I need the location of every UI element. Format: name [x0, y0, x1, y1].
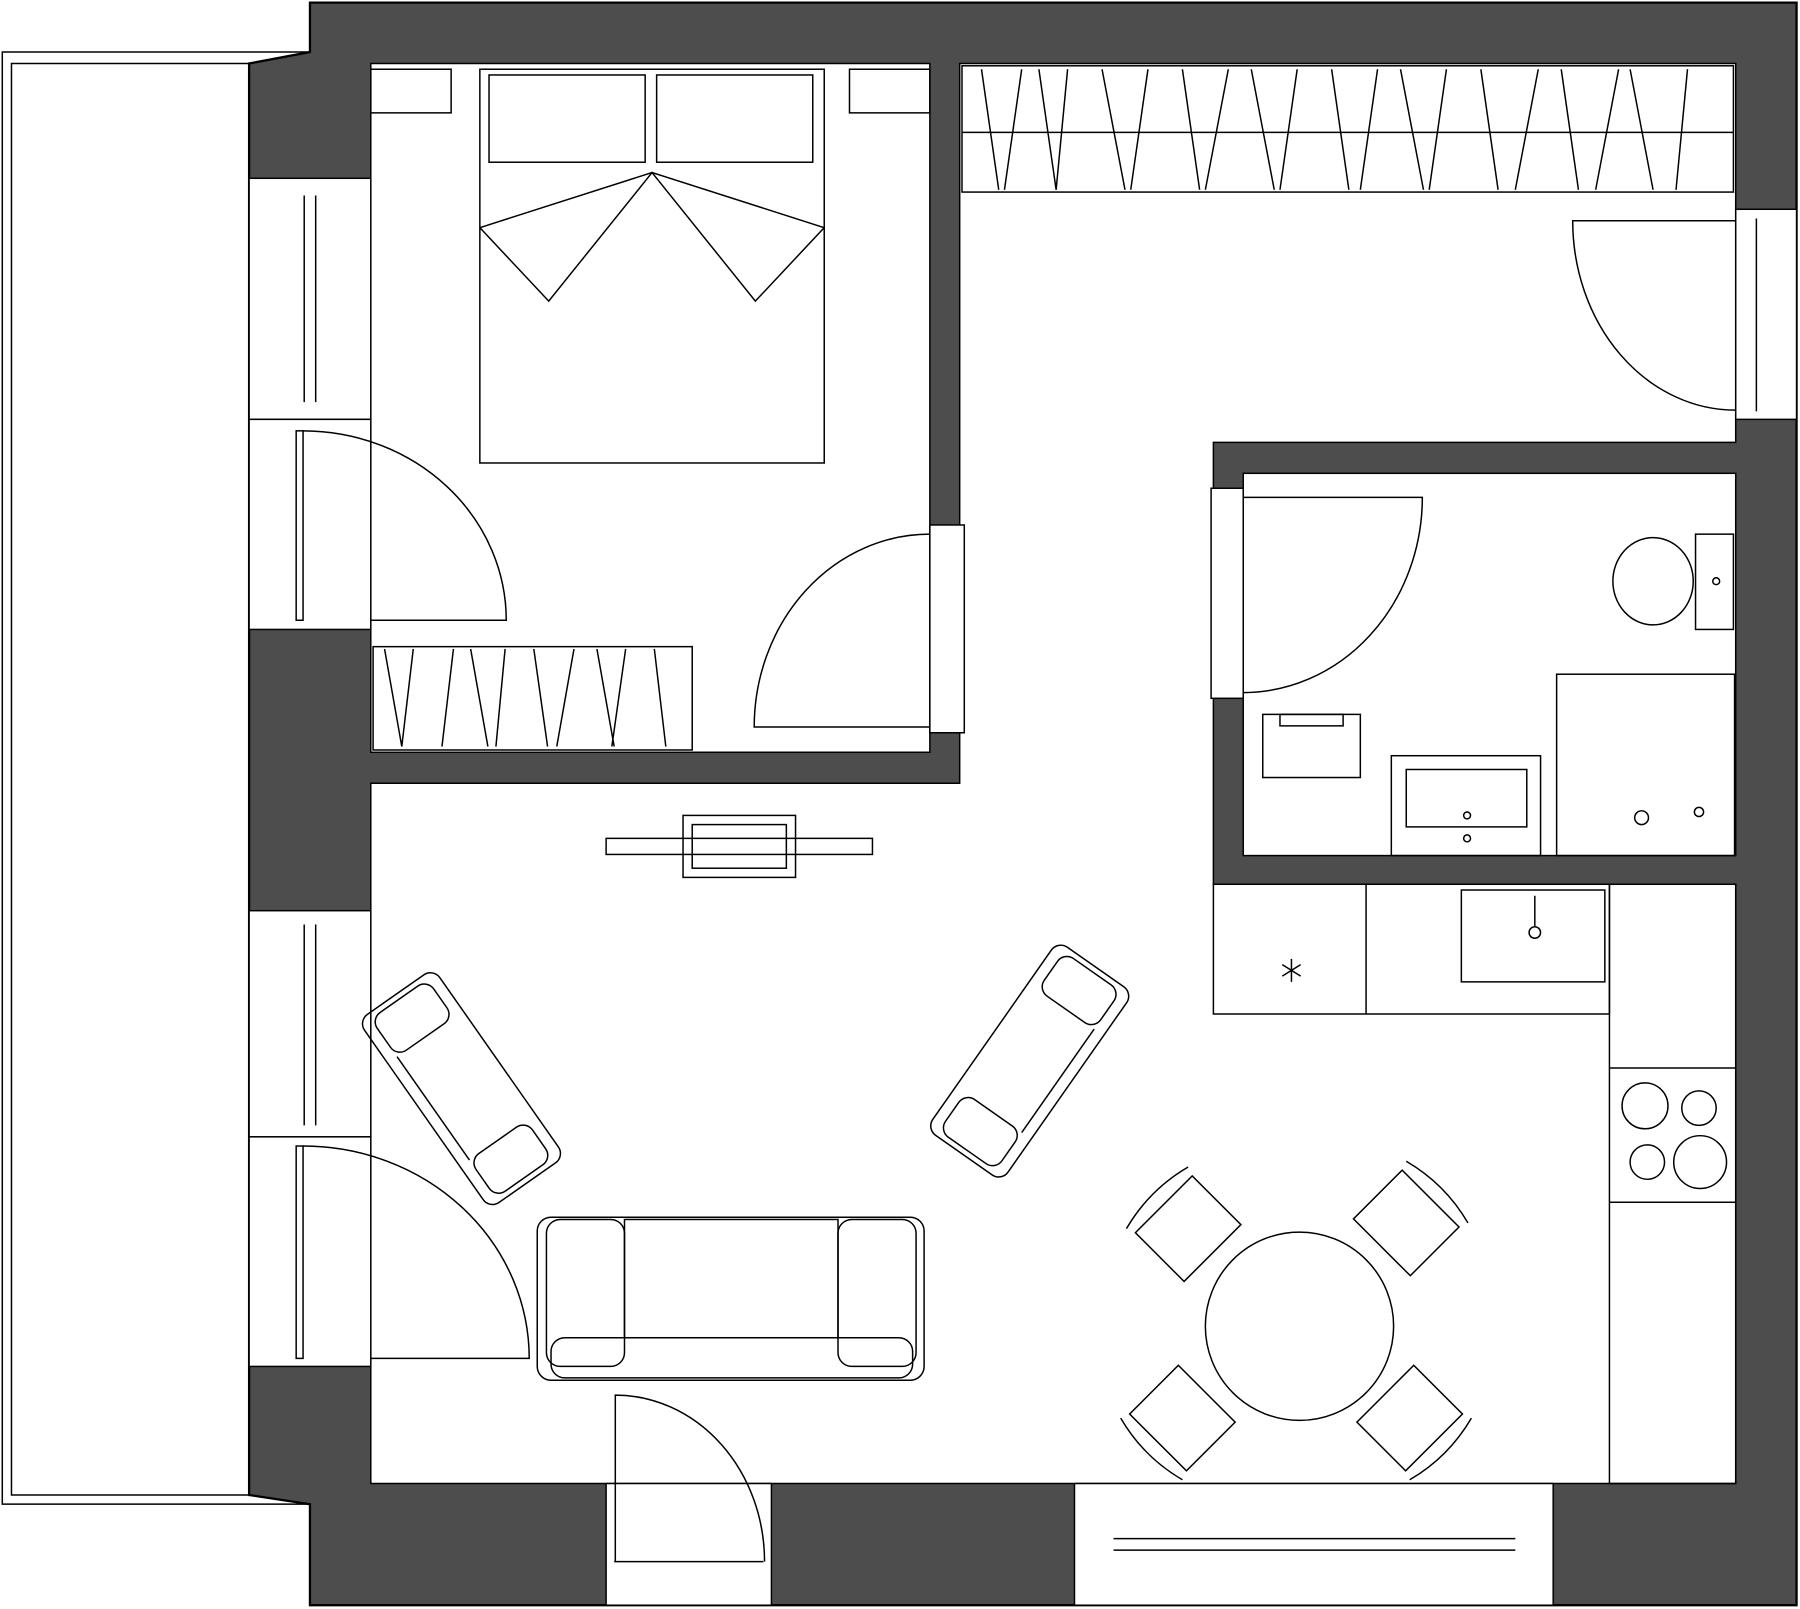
bathroom-door[interactable] [1210, 487, 1424, 700]
hall-wardrobe [961, 65, 1735, 193]
bathroom-sink [1390, 754, 1542, 857]
armchair-left [361, 972, 562, 1206]
washing-machine [1262, 713, 1362, 779]
stove [1621, 1082, 1728, 1190]
sofa [536, 1216, 925, 1381]
dining-table [1204, 1231, 1395, 1422]
dining-chair [1352, 1160, 1469, 1277]
shower [1555, 673, 1736, 857]
dining-chair [1120, 1364, 1237, 1481]
armchair-right [930, 944, 1130, 1178]
bathroom-floor [1242, 472, 1737, 857]
dining-chair [1125, 1166, 1242, 1283]
bedroom-door[interactable] [753, 524, 966, 734]
hall-door[interactable] [1571, 220, 1736, 411]
tv-stand [605, 814, 874, 879]
kitchen-counter [1212, 883, 1737, 1485]
entrance-door[interactable] [605, 1394, 773, 1606]
fridge-asterisk-icon [1281, 958, 1302, 982]
bedroom-wardrobe [372, 645, 693, 751]
nightstands [370, 68, 931, 114]
bedroom-floor [370, 62, 931, 754]
balcony [1, 51, 311, 1505]
kitchen-sink [1460, 889, 1606, 983]
windows [248, 177, 1798, 1606]
toilet [1612, 533, 1735, 631]
dining-chair [1355, 1364, 1473, 1481]
balcony-door-living[interactable] [248, 1136, 530, 1368]
double-bed [479, 68, 825, 464]
balcony-door-bedroom[interactable] [248, 418, 507, 631]
